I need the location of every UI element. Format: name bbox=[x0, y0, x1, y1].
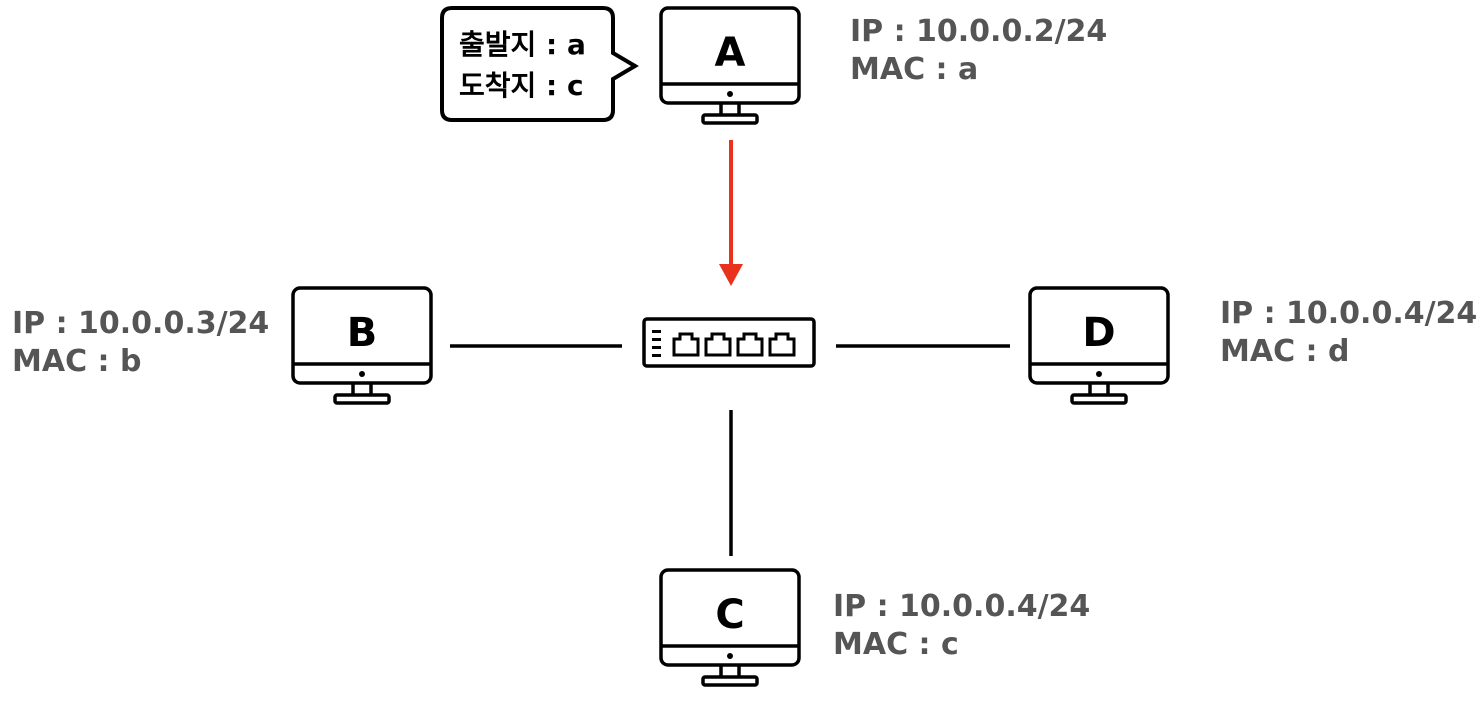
mac-address-b: MAC : b bbox=[12, 344, 142, 379]
packet-arrow bbox=[719, 140, 743, 286]
host-label-d: D bbox=[1082, 310, 1115, 356]
speech-bubble: 출발지 : a 도착지 : c bbox=[440, 6, 639, 122]
mac-address-c: MAC : c bbox=[833, 627, 959, 662]
bubble-destination: 도착지 : c bbox=[459, 69, 584, 102]
monitor-icon-b: B bbox=[291, 286, 433, 405]
mac-address-d: MAC : d bbox=[1220, 334, 1350, 369]
monitor-icon-a: A bbox=[659, 6, 801, 125]
ip-address-d: IP : 10.0.0.4/24 bbox=[1220, 296, 1478, 331]
host-info-a: IP : 10.0.0.2/24 MAC : a bbox=[850, 13, 1107, 89]
host-info-b: IP : 10.0.0.3/24 MAC : b bbox=[12, 305, 269, 381]
bubble-source: 출발지 : a bbox=[459, 28, 586, 61]
monitor-icon-d: D bbox=[1028, 286, 1170, 405]
host-label-a: A bbox=[715, 30, 746, 76]
network-switch-icon bbox=[642, 317, 816, 368]
host-label-c: C bbox=[715, 592, 744, 638]
host-info-d: IP : 10.0.0.4/24 MAC : d bbox=[1220, 295, 1477, 371]
ip-address-c: IP : 10.0.0.4/24 bbox=[833, 589, 1091, 624]
ip-address-b: IP : 10.0.0.3/24 bbox=[12, 306, 270, 341]
host-info-c: IP : 10.0.0.4/24 MAC : c bbox=[833, 588, 1090, 664]
monitor-icon-c: C bbox=[659, 568, 801, 687]
ip-address-a: IP : 10.0.0.2/24 bbox=[850, 14, 1108, 49]
host-label-b: B bbox=[347, 310, 378, 356]
mac-address-a: MAC : a bbox=[850, 52, 979, 87]
